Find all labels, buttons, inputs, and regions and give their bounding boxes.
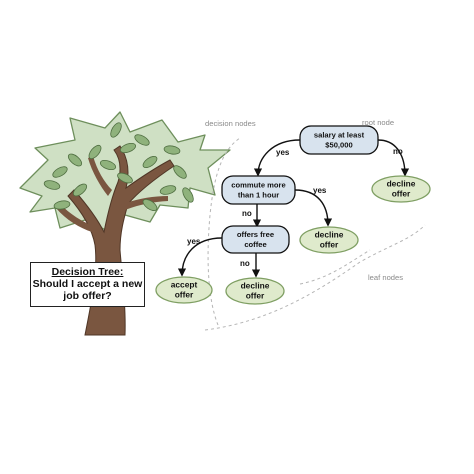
tree-leaf: [159, 185, 177, 195]
node-label: offers free: [237, 230, 274, 239]
decision-node-commute: commute more than 1 hour: [221, 175, 296, 205]
edge-root-yes: [253, 139, 301, 177]
node-label: offer: [246, 291, 265, 301]
tree-leaf: [142, 198, 158, 212]
tree-leaf: [173, 165, 187, 179]
decision-nodes-dashed-outline: [207, 137, 241, 326]
tree-leaf: [67, 153, 83, 167]
node-label: offer: [320, 240, 339, 250]
node-label: than 1 hour: [238, 191, 279, 200]
decision-node-coffee: offers free coffee: [221, 225, 290, 254]
tree-leaf: [99, 159, 117, 171]
tree-illustration: [19, 111, 231, 336]
edge-label-no: no: [242, 209, 252, 218]
tree-branch: [56, 204, 94, 232]
leaf-node-decline-commute: decline offer: [299, 226, 359, 254]
decision-node-root: salary at least $50,000: [299, 125, 379, 155]
edge-label-yes: yes: [313, 186, 327, 195]
edge-commute-yes: [294, 189, 333, 227]
diagram-subtitle-line: job offer?: [63, 290, 112, 302]
leaf-node-decline-coffee: decline offer: [225, 277, 285, 305]
edge-label-no: no: [240, 259, 250, 268]
diagram-title: Decision Tree:: [51, 266, 124, 278]
edge-label-no: no: [393, 147, 403, 156]
annotation-decision-nodes: decision nodes: [205, 119, 256, 128]
node-label: $50,000: [325, 141, 352, 150]
annotation-leaf-nodes: leaf nodes: [368, 273, 403, 282]
node-label: coffee: [244, 240, 266, 249]
tree-branch: [118, 196, 168, 212]
edge-label-yes: yes: [276, 148, 290, 157]
tree-branch: [88, 156, 112, 196]
node-label: decline: [241, 281, 270, 291]
diagram-subtitle-line: Should I accept a new: [32, 278, 143, 290]
edge-label-yes: yes: [187, 237, 201, 246]
tree-leaf: [43, 180, 61, 190]
node-label: offer: [392, 189, 411, 199]
node-label: accept: [171, 280, 198, 290]
tree-leaf: [88, 144, 102, 160]
tree-leaf: [182, 187, 194, 203]
node-label: decline: [387, 179, 416, 189]
annotation-root-node: root node: [362, 118, 394, 127]
tree-leaf: [52, 166, 68, 178]
node-label: salary at least: [314, 131, 365, 140]
tree-leaf: [163, 145, 181, 155]
tree-leaf: [119, 142, 137, 154]
tree-leaf: [142, 155, 158, 169]
node-label: decline: [315, 230, 344, 240]
leaf-nodes-dashed-outline: [299, 249, 371, 285]
tree-leaf: [72, 183, 88, 197]
node-label: commute more: [231, 181, 285, 190]
tree-leaf: [110, 122, 122, 138]
leaf-node-decline-root: decline offer: [371, 175, 431, 203]
tree-leaf: [53, 200, 71, 210]
tree-leaf: [134, 134, 150, 146]
leaf-node-accept: accept offer: [155, 276, 213, 304]
node-label: offer: [175, 290, 194, 300]
diagram-title-box: Decision Tree: Should I accept a new job…: [30, 262, 145, 307]
edge-coffee-yes: [177, 237, 223, 277]
tree-leaf: [117, 172, 133, 184]
edge-root-no: [377, 139, 410, 177]
